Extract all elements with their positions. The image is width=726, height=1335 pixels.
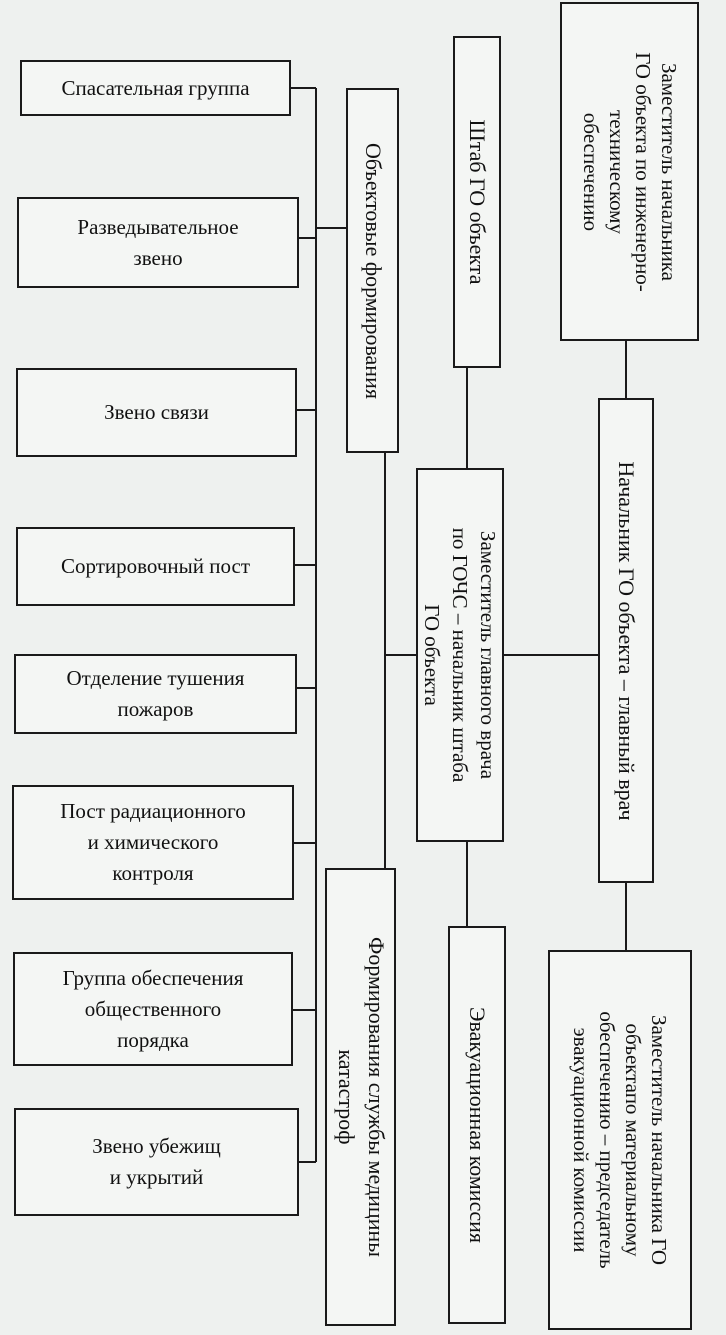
staff-label: Штаб ГО объекта	[465, 119, 490, 285]
unit-label: Отделение тушения пожаров	[66, 666, 245, 721]
unit-label: Разведывательное звено	[77, 214, 239, 270]
unit-label: Звено убежищ и укрытий	[92, 1134, 221, 1189]
chief-of-staff-box: Заместитель главного врача по ГОЧС – нач…	[416, 468, 504, 842]
object-units-label: Объектовые формирования	[360, 142, 386, 399]
head-box: Начальник ГО объекта – главный врач	[598, 398, 654, 883]
unit-label: Звено связи	[104, 400, 209, 424]
medical-units-label: Формирования службы медицины катастроф	[333, 936, 389, 1258]
deputy-material-box: Заместитель начальника ГО объектапо мате…	[548, 950, 692, 1330]
unit-label: Спасательная группа	[61, 75, 250, 100]
unit-communications: Звено связи	[16, 368, 297, 457]
unit-sorting-post: Сортировочный пост	[16, 527, 295, 606]
unit-firefighting: Отделение тушения пожаров	[14, 654, 297, 734]
unit-shelters: Звено убежищ и укрытий	[14, 1108, 299, 1216]
head-label: Начальник ГО объекта – главный врач	[614, 460, 639, 821]
evacuation-box: Эвакуационная комиссия	[448, 926, 506, 1324]
unit-label: Группа обеспечения общественного порядка	[62, 965, 244, 1052]
unit-public-order: Группа обеспечения общественного порядка	[13, 952, 293, 1066]
deputy-engineering-box: Заместитель начальника ГО объекта по инж…	[560, 2, 699, 341]
staff-box: Штаб ГО объекта	[453, 36, 501, 368]
unit-label: Пост радиационного и химического контрол…	[60, 799, 246, 885]
object-units-box: Объектовые формирования	[346, 88, 399, 453]
evacuation-label: Эвакуационная комиссия	[465, 1007, 490, 1243]
unit-reconnaissance: Разведывательное звено	[17, 197, 299, 288]
medical-units-box: Формирования службы медицины катастроф	[325, 868, 396, 1326]
deputy-material-label: Заместитель начальника ГО объектапо мате…	[569, 1011, 671, 1269]
deputy-engineering-label: Заместитель начальника ГО объекта по инж…	[578, 51, 681, 292]
unit-radiation-chemical-post: Пост радиационного и химического контрол…	[12, 785, 294, 900]
unit-label: Сортировочный пост	[60, 554, 251, 578]
unit-rescue-group: Спасательная группа	[20, 60, 291, 116]
chief-of-staff-label: Заместитель главного врача по ГОЧС – нач…	[420, 527, 500, 783]
